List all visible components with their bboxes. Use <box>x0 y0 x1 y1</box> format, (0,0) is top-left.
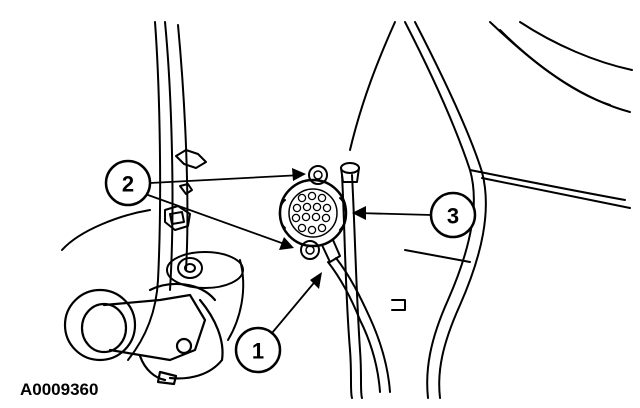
latch-assembly <box>63 283 224 386</box>
reference-code: A0009360 <box>20 380 98 399</box>
connector <box>278 165 348 263</box>
harness-clip <box>340 162 360 183</box>
arrowhead-1 <box>310 272 322 289</box>
callout-1: 1 <box>234 326 282 374</box>
pillar-clips <box>164 149 207 231</box>
leader-lines <box>147 174 433 334</box>
arrowhead-2-upper <box>292 168 306 181</box>
callout-2: 2 <box>104 159 152 207</box>
callout-1-label: 1 <box>252 339 264 364</box>
arrowhead-3 <box>352 206 366 220</box>
arrowhead-2-lower <box>279 237 294 250</box>
callout-3-label: 3 <box>447 204 459 229</box>
wiring-harness <box>327 174 391 399</box>
callout-2-label: 2 <box>122 172 134 197</box>
door-frame <box>349 21 633 399</box>
mounting-boss <box>166 251 245 341</box>
callout-3: 3 <box>429 191 477 239</box>
